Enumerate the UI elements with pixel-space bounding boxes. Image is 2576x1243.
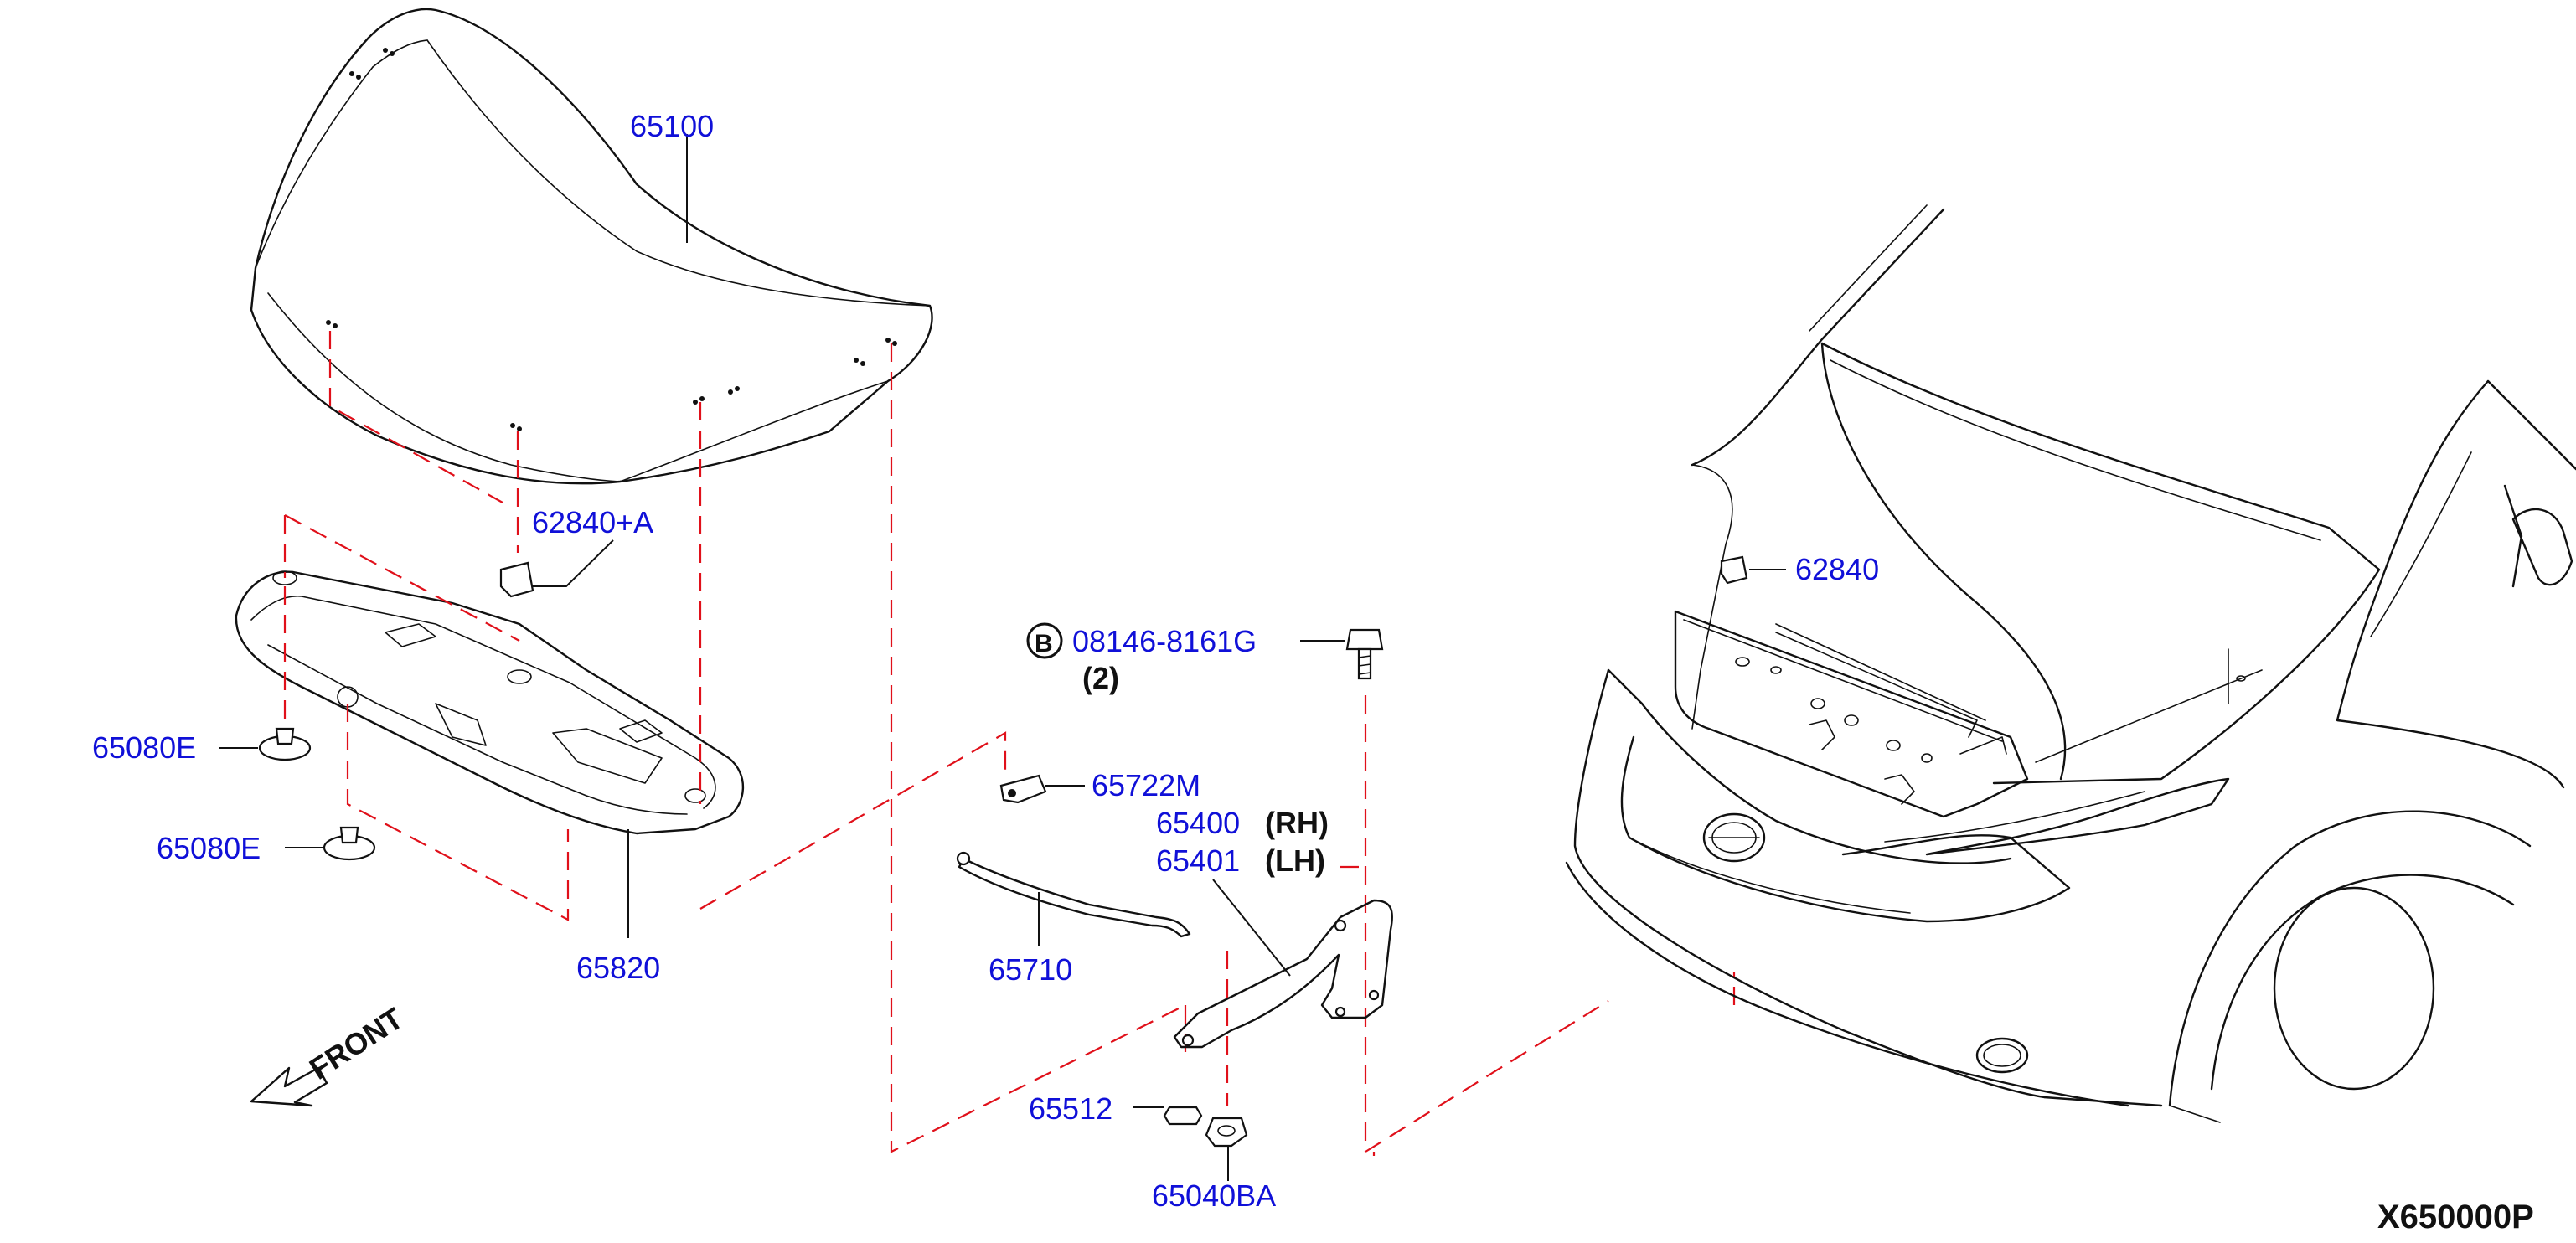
hood-insulator[interactable] (235, 570, 745, 835)
hood-stay[interactable] (956, 851, 1191, 946)
hood-bumper-left-label: 62840+A (532, 505, 653, 539)
hood-panel[interactable] (250, 8, 933, 485)
bolt[interactable] (1300, 628, 1384, 680)
bolt-label: 08146-8161G (1072, 624, 1257, 658)
hinge-lh-label: 65401 (1156, 843, 1240, 878)
clip-small-label: 65512 (1029, 1091, 1112, 1126)
hood-bumper-left[interactable] (499, 539, 614, 598)
hood-label: 65100 (630, 109, 714, 143)
stay-clip[interactable] (999, 774, 1085, 804)
clip-lower[interactable] (285, 826, 376, 861)
hinge-lh-side: (LH) (1265, 843, 1325, 878)
svg-text:B: B (1035, 630, 1053, 658)
clip-upper-label: 65080E (92, 730, 196, 765)
hinge-rh-side: (RH) (1265, 806, 1329, 840)
hood-bumper-right-label: 62840 (1795, 552, 1879, 586)
front-direction-arrow-icon (250, 1066, 328, 1107)
assembly-guides (283, 331, 1736, 1156)
nut-label: 65040BA (1152, 1179, 1276, 1213)
clip-lower-label: 65080E (157, 831, 261, 865)
nut[interactable] (1205, 1117, 1248, 1181)
front-label: FRONT (303, 1001, 409, 1086)
stay-clip-label: 65722M (1092, 768, 1200, 802)
hood-stay-label: 65710 (989, 952, 1072, 987)
insulator-label: 65820 (576, 951, 660, 985)
diagram-code: X650000P (2377, 1199, 2534, 1235)
clip-small[interactable] (1133, 1106, 1203, 1126)
clip-upper[interactable] (219, 727, 312, 761)
bolt-marker-icon: B (1026, 622, 1063, 659)
hinge-rh-label: 65400 (1156, 806, 1240, 840)
bolt-qty: (2) (1082, 661, 1119, 695)
hood-bumper-right[interactable] (1720, 555, 1786, 585)
hood-hinge[interactable] (1173, 879, 1393, 1049)
vehicle-front (1565, 204, 2576, 1123)
